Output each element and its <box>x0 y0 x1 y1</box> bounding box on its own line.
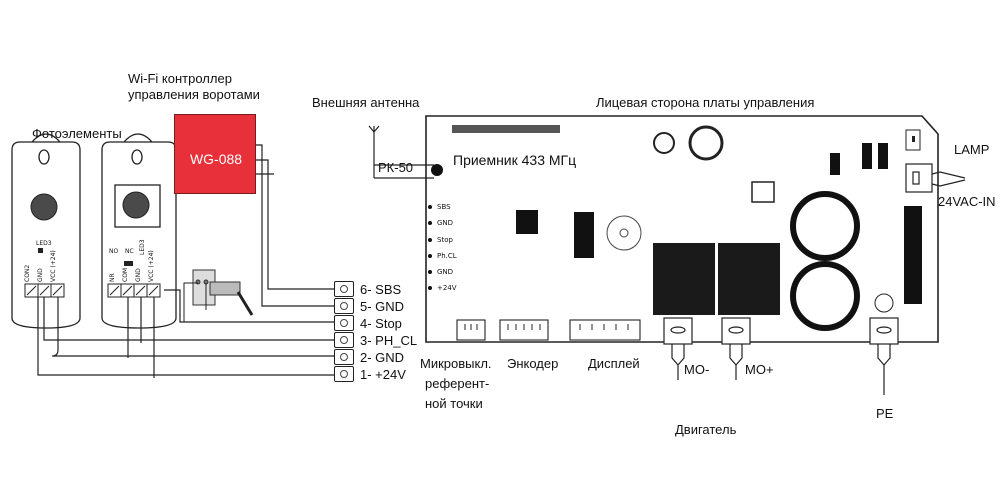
board-pin-5: GND <box>437 268 454 276</box>
com-label: COM <box>122 267 129 282</box>
mo-minus-label: MO- <box>684 362 710 377</box>
stop-switch-wire <box>183 282 207 322</box>
lamp-power-label: 24VAC-IN <box>938 194 996 209</box>
pe-label: PE <box>876 406 894 421</box>
bottom-connectors <box>456 319 641 341</box>
board-pin-1: SBS <box>437 203 451 211</box>
board-pin-3: Stop <box>437 236 453 244</box>
photocell-receiver-terminals <box>107 283 161 298</box>
vcc-label: VCC (+24) <box>50 250 57 282</box>
led-indicator <box>38 248 43 253</box>
photocell-transmitter <box>11 133 81 329</box>
motor-wires <box>677 365 885 395</box>
display-label: Дисплей <box>588 356 640 371</box>
con2-label: CON2 <box>24 264 31 282</box>
gnd-label: GND <box>37 268 44 282</box>
board-pin-dots <box>428 205 432 290</box>
board-components <box>516 129 922 331</box>
terminal-label-6: 6- SBS <box>360 282 402 297</box>
receiver-gnd-label: GND <box>135 268 142 282</box>
nc-label: NC <box>125 248 134 255</box>
photocell-wires <box>37 289 334 378</box>
receiver-lens <box>122 191 150 219</box>
terminal-label-4: 4- Stop <box>360 316 402 331</box>
receiver-led-label: LED3 <box>139 239 146 255</box>
receiver-label: Приемник 433 МГц <box>453 152 577 168</box>
antenna-connector-label: РК-50 <box>378 160 414 175</box>
terminal-1 <box>334 366 354 382</box>
terminal-label-1: 1- +24V <box>360 367 406 382</box>
no-label: NO <box>109 248 119 255</box>
controller-wires <box>256 144 334 307</box>
board-pin-6: +24V <box>437 284 457 292</box>
lamp-label: LAMP <box>954 142 990 157</box>
antenna <box>368 125 434 179</box>
nr-label: NR <box>109 273 116 282</box>
photocells-label: Фотоэлементы <box>32 126 122 141</box>
controller-label-line2: управления воротами <box>128 87 260 102</box>
board-pin-2: GND <box>437 219 454 227</box>
receiver-vcc-label: VCC (+24) <box>148 250 155 282</box>
stop-switch <box>192 269 254 316</box>
controller-label-line1: Wi-Fi контроллер <box>128 71 232 86</box>
wifi-controller-module: WG-088 <box>174 114 256 194</box>
microswitch-label-1: Микровыкл. <box>420 356 492 371</box>
lamp-terminal <box>905 163 966 193</box>
control-board <box>425 115 939 343</box>
terminal-2 <box>334 349 354 365</box>
motor-label: Двигатель <box>675 422 737 437</box>
terminal-label-3: 3- PH_CL <box>360 333 418 348</box>
antenna-label: Внешняя антенна <box>312 95 420 110</box>
terminal-4 <box>334 315 354 331</box>
photocell-lens <box>30 193 58 221</box>
controller-model: WG-088 <box>189 151 243 167</box>
board-ring <box>688 125 724 161</box>
led-label: LED3 <box>36 240 52 247</box>
board-title: Лицевая сторона платы управления <box>596 95 815 110</box>
connector-pins <box>464 324 629 330</box>
board-pin-4: Ph.CL <box>437 252 457 260</box>
terminal-3 <box>334 332 354 348</box>
photocell-receiver <box>101 133 177 329</box>
terminal-5 <box>334 298 354 314</box>
terminal-label-2: 2- GND <box>360 350 405 365</box>
microswitch-label-3: ной точки <box>425 396 483 411</box>
board-ring-small <box>653 132 675 154</box>
mo-plus-label: MO+ <box>745 362 774 377</box>
encoder-label: Энкодер <box>507 356 559 371</box>
photocell-transmitter-terminals <box>24 283 65 298</box>
antenna-connector <box>431 164 443 176</box>
terminal-label-5: 5- GND <box>360 299 405 314</box>
board-slot <box>452 125 560 133</box>
receiver-dip <box>124 261 133 266</box>
terminal-6 <box>334 281 354 297</box>
microswitch-label-2: референт- <box>425 376 490 391</box>
